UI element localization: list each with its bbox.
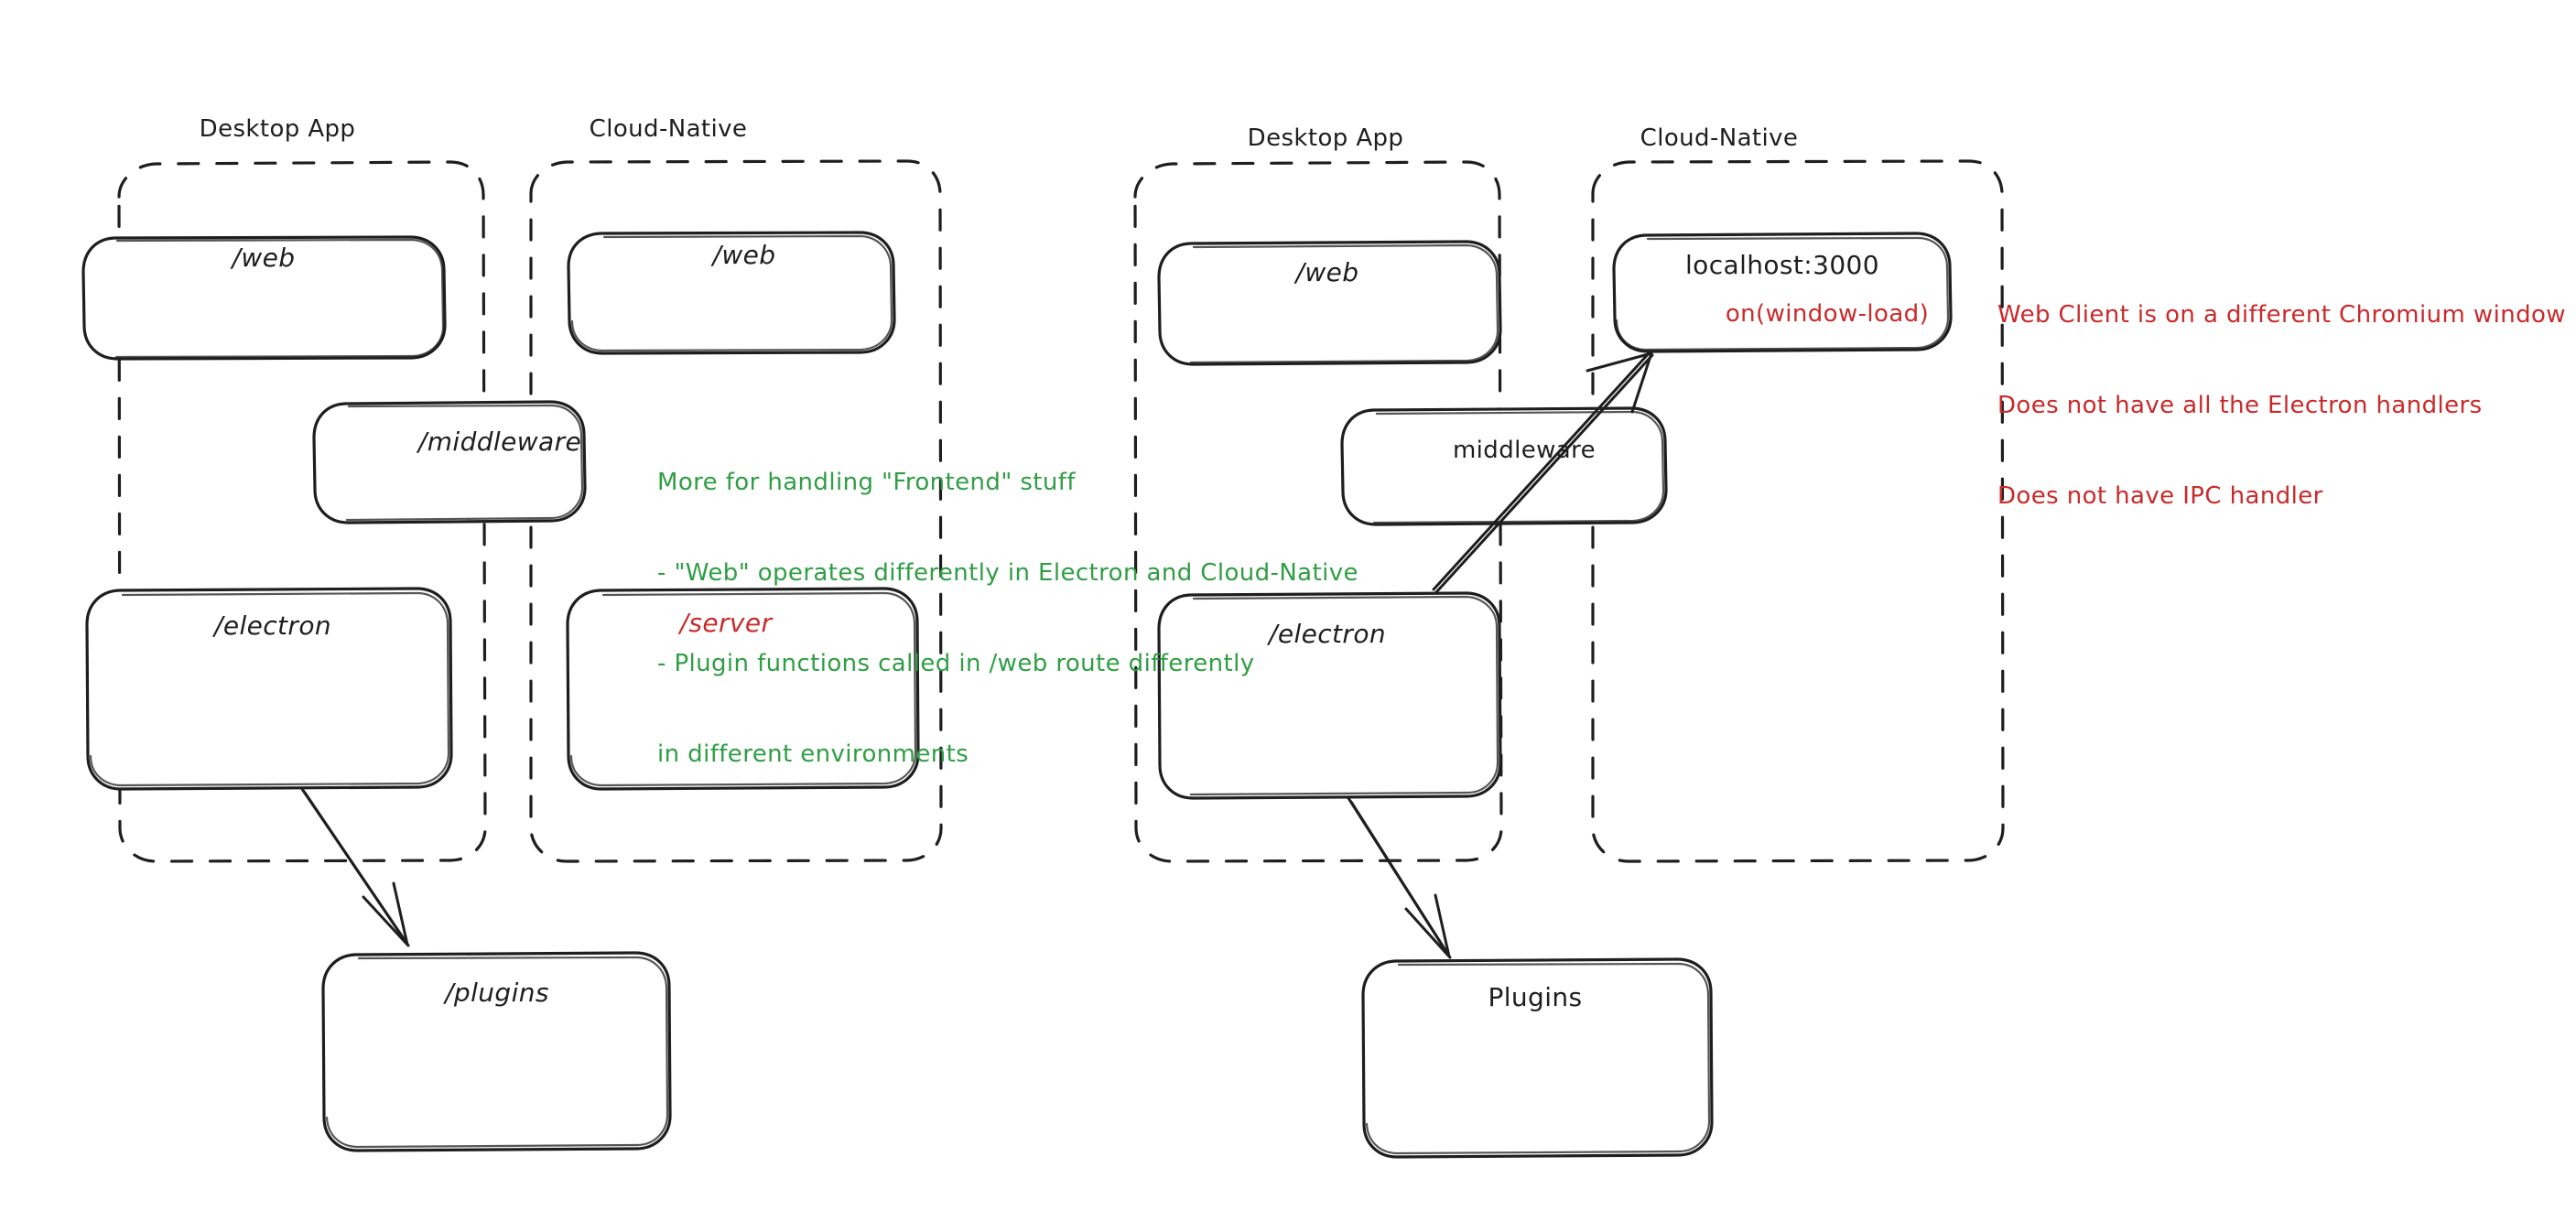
green-note-line-1: More for handling "Frontend" stuff [657, 469, 1076, 496]
left-middleware-box [312, 400, 587, 524]
left-server-label: /server [679, 608, 773, 638]
left-desktop-web-label: /web [232, 243, 296, 273]
left-plugins-label: /plugins [445, 978, 549, 1008]
left-cloud-native-group-title: Cloud-Native [589, 115, 748, 143]
left-electron-label: /electron [213, 611, 332, 641]
left-middleware-label: /middleware [417, 427, 582, 457]
red-note-line-3: Does not have IPC handler [1997, 482, 2323, 510]
right-electron-label: /electron [1268, 619, 1387, 649]
green-note-line-2: - "Web" operates differently in Electron… [657, 559, 1358, 587]
left-cloud-web-label: /web [712, 240, 776, 270]
red-note-line-2: Does not have all the Electron handlers [1997, 392, 2483, 419]
right-localhost-sublabel: on(window-load) [1725, 300, 1930, 328]
right-electron-to-localhost-arrow [1432, 351, 1654, 594]
right-electron-to-plugins-arrow [1347, 796, 1452, 959]
green-note-line-3: - Plugin functions called in /web route … [657, 650, 1255, 677]
left-electron-to-plugins-arrow [300, 787, 410, 947]
right-desktop-web-label: /web [1295, 257, 1359, 287]
right-localhost-label: localhost:3000 [1685, 250, 1879, 280]
right-cloud-native-group-title: Cloud-Native [1640, 124, 1799, 152]
left-desktop-app-group-outline [117, 160, 487, 863]
red-note-line-1: Web Client is on a different Chromium wi… [1997, 301, 2566, 329]
right-middleware-label: middleware [1452, 437, 1596, 464]
green-note-line-4: in different environments [657, 740, 969, 768]
right-plugins-label: Plugins [1488, 982, 1583, 1012]
red-annotation-note: Web Client is on a different Chromium wi… [1997, 240, 2566, 572]
right-middleware-box [1340, 406, 1668, 526]
right-desktop-app-group-title: Desktop App [1247, 124, 1404, 152]
green-annotation-note: More for handling "Frontend" stuff - "We… [657, 407, 1358, 830]
left-desktop-app-group-title: Desktop App [199, 115, 356, 143]
